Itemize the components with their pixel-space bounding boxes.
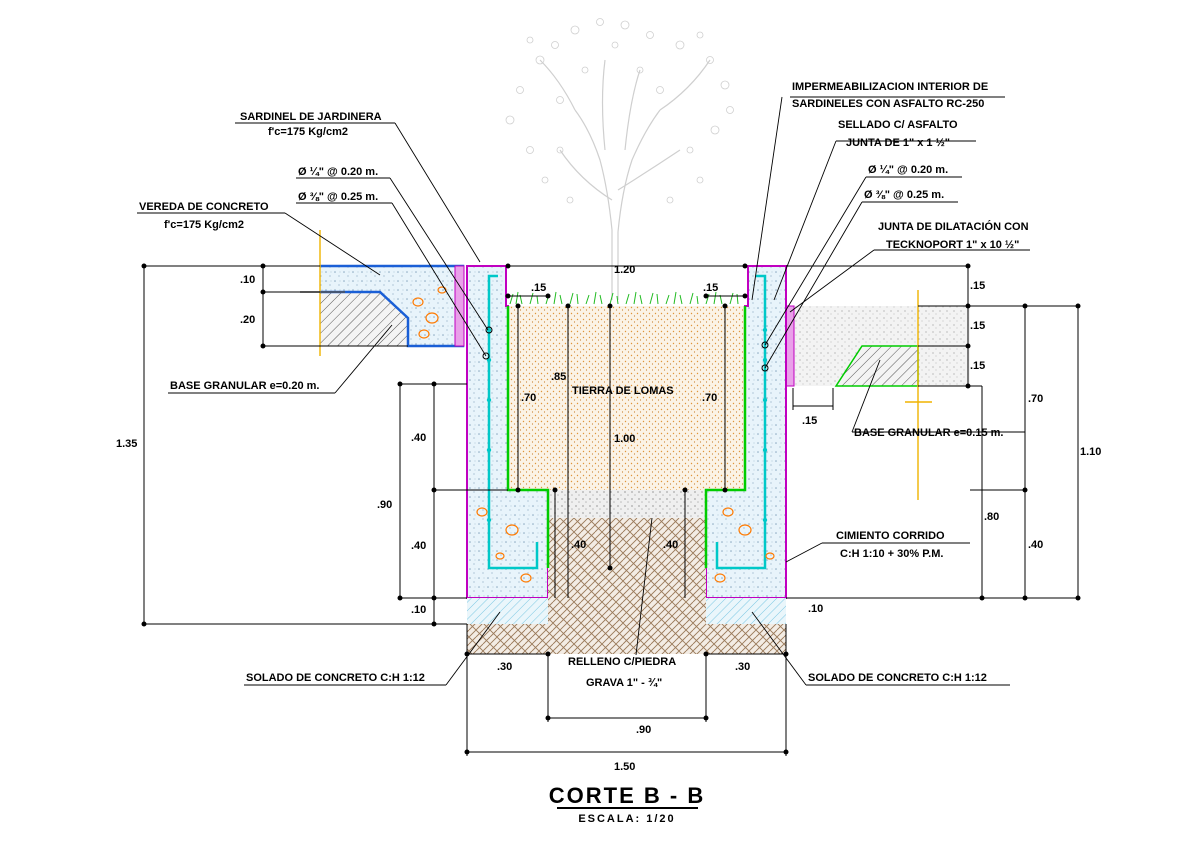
dim-left-135: 1.35 [116,438,137,450]
dim-bot-30-left: .30 [497,661,512,673]
label-vereda-2: f'c=175 Kg/cm2 [164,219,244,231]
label-imper-1: IMPERMEABILIZACION INTERIOR DE [792,81,988,93]
planter-body [466,265,787,654]
cimiento-stones [476,507,775,583]
relleno-fill [548,518,706,654]
text-labels: SARDINEL DE JARDINERA f'c=175 Kg/cm2 Ø ¼… [116,81,1101,825]
label-base-right: BASE GRANULAR e=0.15 m. [854,427,1003,439]
dim-right-70: .70 [1028,393,1043,405]
dim-bot-90: .90 [636,724,651,736]
dim-right-15-b: .15 [970,320,985,332]
label-relleno-2: GRAVA 1" - ¾" [586,677,662,689]
dim-right-15-c: .15 [970,360,985,372]
label-sardinel-1: SARDINEL DE JARDINERA [240,111,382,123]
dim-top-120: 1.20 [614,264,635,276]
drawing-title: CORTE B - B [549,783,705,808]
leader-lines [137,96,1030,686]
rebar-left [487,274,539,570]
drawing-scale: ESCALA: 1/20 [578,813,675,825]
dim-left-10-bot: .10 [411,604,426,616]
dim-left-90: .90 [377,499,392,511]
dim-inner-70-right: .70 [702,392,717,404]
label-base-left: BASE GRANULAR e=0.20 m. [170,380,319,392]
dim-right-110: 1.10 [1080,446,1101,458]
label-sardinel-2: f'c=175 Kg/cm2 [268,126,348,138]
dim-top-15-right: .15 [703,282,718,294]
dim-right-80: .80 [984,511,999,523]
label-junta-2: TECKNOPORT 1" x 10 ½" [886,239,1019,251]
label-solado-right: SOLADO DE CONCRETO C:H 1:12 [808,672,987,684]
dim-right-40: .40 [1028,539,1043,551]
label-bar-quarter-left: Ø ¼" @ 0.20 m. [298,166,378,178]
rebar-right [715,274,767,570]
label-cimiento-1: CIMIENTO CORRIDO [836,530,945,542]
right-sidewalk [785,290,970,500]
label-tierra: TIERRA DE LOMAS [572,385,674,397]
dim-inner-85: .85 [551,371,566,383]
label-solado-left: SOLADO DE CONCRETO C:H 1:12 [246,672,425,684]
dim-top-15-left: .15 [531,282,546,294]
dim-right-15-horiz: .15 [802,415,817,427]
label-imper-2: SARDINELES CON ASFALTO RC-250 [792,98,984,110]
soil-fill [508,306,745,490]
dim-bot-150: 1.50 [614,761,635,773]
label-vereda-1: VEREDA DE CONCRETO [139,201,269,213]
dim-right-15-a: .15 [970,280,985,292]
dim-inner-40-left: .40 [571,539,586,551]
label-relleno-1: RELLENO C/PIEDRA [568,656,676,668]
dim-inner-40-right: .40 [663,539,678,551]
label-cimiento-2: C:H 1:10 + 30% P.M. [840,548,943,560]
label-bar-quarter-right: Ø ¼" @ 0.20 m. [868,164,948,176]
gravel-band [548,490,706,518]
dim-bot-30-right: .30 [735,661,750,673]
label-bar-threeeighth-left: Ø ⅜" @ 0.25 m. [298,191,378,203]
tree-sketch [505,18,734,300]
solado-left [467,598,548,624]
dim-left-40-top: .40 [411,432,426,444]
solado-right [706,598,786,624]
grass [509,291,739,305]
label-bar-threeeighth-right: Ø ⅜" @ 0.25 m. [864,189,944,201]
label-sellado-1: SELLADO C/ ASFALTO [838,119,958,131]
dim-left-20: .20 [240,314,255,326]
dim-inner-70-left: .70 [521,392,536,404]
left-stones [412,286,447,339]
label-sellado-2: JUNTA DE 1" x 1 ½" [846,137,950,149]
dim-left-40-bot: .40 [411,540,426,552]
dim-inner-100: 1.00 [614,433,635,445]
dim-right-10: .10 [808,603,823,615]
dimension-lines [141,263,1081,756]
label-junta-1: JUNTA DE DILATACIÓN CON [878,220,1029,233]
dim-left-10: .10 [240,274,255,286]
